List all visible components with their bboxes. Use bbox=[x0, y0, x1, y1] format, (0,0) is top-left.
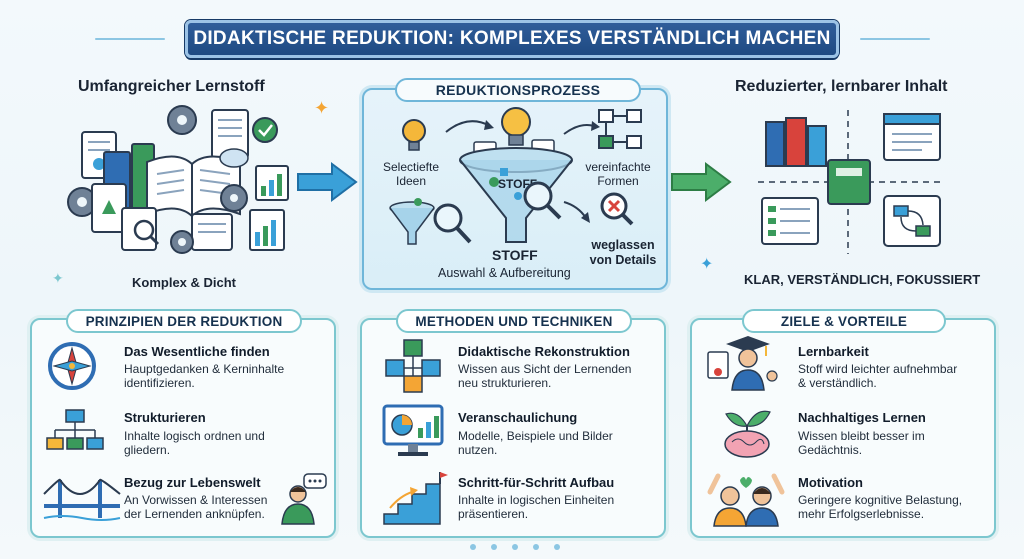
left-caption: Komplex & Dicht bbox=[132, 275, 237, 290]
item-desc: Geringere kognitive Belastung,mehr Erfol… bbox=[798, 493, 963, 521]
glowing-lightbulb-icon bbox=[501, 107, 531, 146]
right-heading: Reduzierter, lernbarer Inhalt bbox=[735, 78, 948, 95]
item-title: Nachhaltiges Lernen bbox=[798, 410, 926, 425]
stairs-flag-icon bbox=[383, 472, 448, 525]
brain-plant-icon bbox=[724, 410, 771, 458]
card-methods-title: METHODEN UND TECHNIKEN bbox=[396, 309, 632, 333]
left-heading: Umfangreicher Lernstoff bbox=[78, 78, 265, 95]
small-funnel-magnifier-icon bbox=[389, 198, 472, 245]
arrow-right-icon bbox=[297, 162, 358, 202]
item-title: Motivation bbox=[798, 475, 863, 490]
arrow-to-cancel-icon bbox=[563, 201, 590, 223]
bridge-icon bbox=[43, 478, 121, 521]
decor-line-left bbox=[95, 38, 165, 40]
right-caption: KLAR, VERSTÄNDLICH, FOKUSSIERT bbox=[744, 272, 981, 287]
curved-arrow-icon bbox=[445, 120, 494, 133]
organized-content-illustration bbox=[758, 110, 944, 254]
item-title: Veranschaulichung bbox=[458, 410, 578, 425]
item-title: Das Wesentliche finden bbox=[124, 344, 270, 359]
item-desc: Stoff wird leichter aufnehmbar& verständ… bbox=[798, 362, 958, 390]
item-title: Schritt-für-Schritt Aufbau bbox=[458, 475, 615, 490]
flowchart-icon bbox=[598, 109, 642, 149]
stoff-label: STOFF bbox=[492, 247, 538, 263]
person-speech-icon bbox=[281, 473, 327, 525]
documents-books-gears-illustration bbox=[67, 105, 289, 254]
hierarchy-icon bbox=[46, 409, 104, 450]
happy-people-icon bbox=[707, 473, 785, 527]
stoff-sub-label: Auswahl & Aufbereitung bbox=[438, 266, 571, 280]
magnifier-cancel-icon bbox=[600, 192, 634, 226]
arrow-right-icon bbox=[671, 162, 732, 202]
card-principles-title: PRINZIPIEN DER REDUKTION bbox=[66, 309, 302, 333]
sparkle-icon: ✦ bbox=[52, 270, 64, 286]
compass-icon bbox=[48, 342, 96, 390]
decor-dots bbox=[470, 544, 560, 550]
decor-line-right bbox=[860, 38, 930, 40]
sparkle-icon: ✦ bbox=[314, 98, 330, 118]
cubes-icon bbox=[385, 339, 441, 393]
graduate-icon bbox=[707, 336, 778, 391]
arrow-to-flowchart-icon bbox=[563, 121, 600, 135]
item-title: Strukturieren bbox=[124, 410, 206, 425]
sparkle-icon: ✦ bbox=[700, 256, 714, 273]
item-title: Lernbarkeit bbox=[798, 344, 869, 359]
title-banner: DIDAKTISCHE REDUKTION: KOMPLEXES VERSTÄN… bbox=[185, 20, 839, 58]
monitor-chart-icon bbox=[382, 404, 444, 456]
lightbulb-icon bbox=[402, 119, 426, 151]
card-goals-title: ZIELE & VORTEILE bbox=[742, 309, 946, 333]
item-title: Didaktische Rekonstruktion bbox=[458, 344, 630, 359]
process-title: REDUKTIONSPROZESS bbox=[395, 78, 641, 102]
funnel-icon: STOFF bbox=[459, 139, 573, 243]
page-title: DIDAKTISCHE REDUKTION: KOMPLEXES VERSTÄN… bbox=[193, 28, 831, 49]
item-title: Bezug zur Lebenswelt bbox=[124, 475, 261, 490]
